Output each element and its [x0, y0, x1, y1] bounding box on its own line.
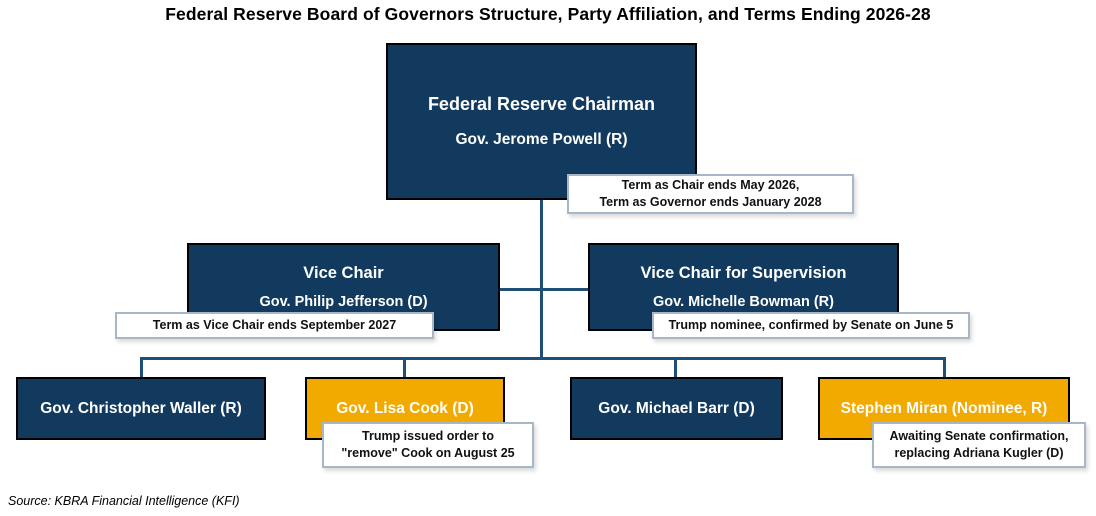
note-governor-cook-line2: "remove" Cook on August 25 — [341, 446, 515, 460]
box-chairman: Federal Reserve Chairman Gov. Jerome Pow… — [386, 43, 697, 200]
box-governor-barr: Gov. Michael Barr (D) — [570, 377, 783, 440]
governor-waller-name-label: Gov. Christopher Waller (R) — [40, 399, 242, 417]
source-attribution: Source: KBRA Financial Intelligence (KFI… — [8, 494, 240, 508]
note-governor-cook-line1: Trump issued order to — [362, 429, 494, 443]
note-vice-chair-supervision: Trump nominee, confirmed by Senate on Ju… — [652, 312, 970, 339]
note-chairman-term: Term as Chair ends May 2026, Term as Gov… — [567, 174, 854, 214]
note-governor-miran-line2: replacing Adriana Kugler (D) — [894, 446, 1064, 460]
governor-miran-name-label: Stephen Miran (Nominee, R) — [840, 399, 1048, 417]
connector-stub-barr — [674, 357, 677, 379]
vice-chair-supervision-role-label: Vice Chair for Supervision — [640, 264, 847, 282]
chairman-role-label: Federal Reserve Chairman — [427, 94, 656, 114]
note-chairman-term-line2: Term as Governor ends January 2028 — [599, 195, 822, 209]
governor-cook-name-label: Gov. Lisa Cook (D) — [336, 399, 474, 417]
note-governor-miran-line1: Awaiting Senate confirmation, — [889, 429, 1069, 443]
connector-governors-rail — [140, 357, 946, 360]
connector-vice-chairs-horizontal — [495, 288, 595, 291]
connector-chairman-vertical — [540, 195, 543, 359]
connector-stub-cook — [403, 357, 406, 379]
note-governor-cook: Trump issued order to "remove" Cook on A… — [322, 422, 534, 468]
note-vice-chair-term: Term as Vice Chair ends September 2027 — [115, 312, 434, 339]
connector-stub-miran — [943, 357, 946, 379]
vice-chair-name-label: Gov. Philip Jefferson (D) — [259, 294, 428, 310]
chart-title: Federal Reserve Board of Governors Struc… — [165, 4, 931, 24]
note-vice-chair-supervision-text: Trump nominee, confirmed by Senate on Ju… — [668, 318, 954, 332]
connector-stub-waller — [140, 357, 143, 379]
vice-chair-role-label: Vice Chair — [303, 264, 384, 282]
chairman-name-label: Gov. Jerome Powell (R) — [455, 131, 628, 148]
note-vice-chair-term-text: Term as Vice Chair ends September 2027 — [152, 318, 397, 332]
note-governor-miran: Awaiting Senate confirmation, replacing … — [872, 422, 1086, 468]
vice-chair-supervision-name-label: Gov. Michelle Bowman (R) — [652, 294, 834, 310]
governor-barr-name-label: Gov. Michael Barr (D) — [598, 399, 755, 417]
box-governor-waller: Gov. Christopher Waller (R) — [16, 377, 266, 440]
note-chairman-term-line1: Term as Chair ends May 2026, — [621, 178, 800, 192]
